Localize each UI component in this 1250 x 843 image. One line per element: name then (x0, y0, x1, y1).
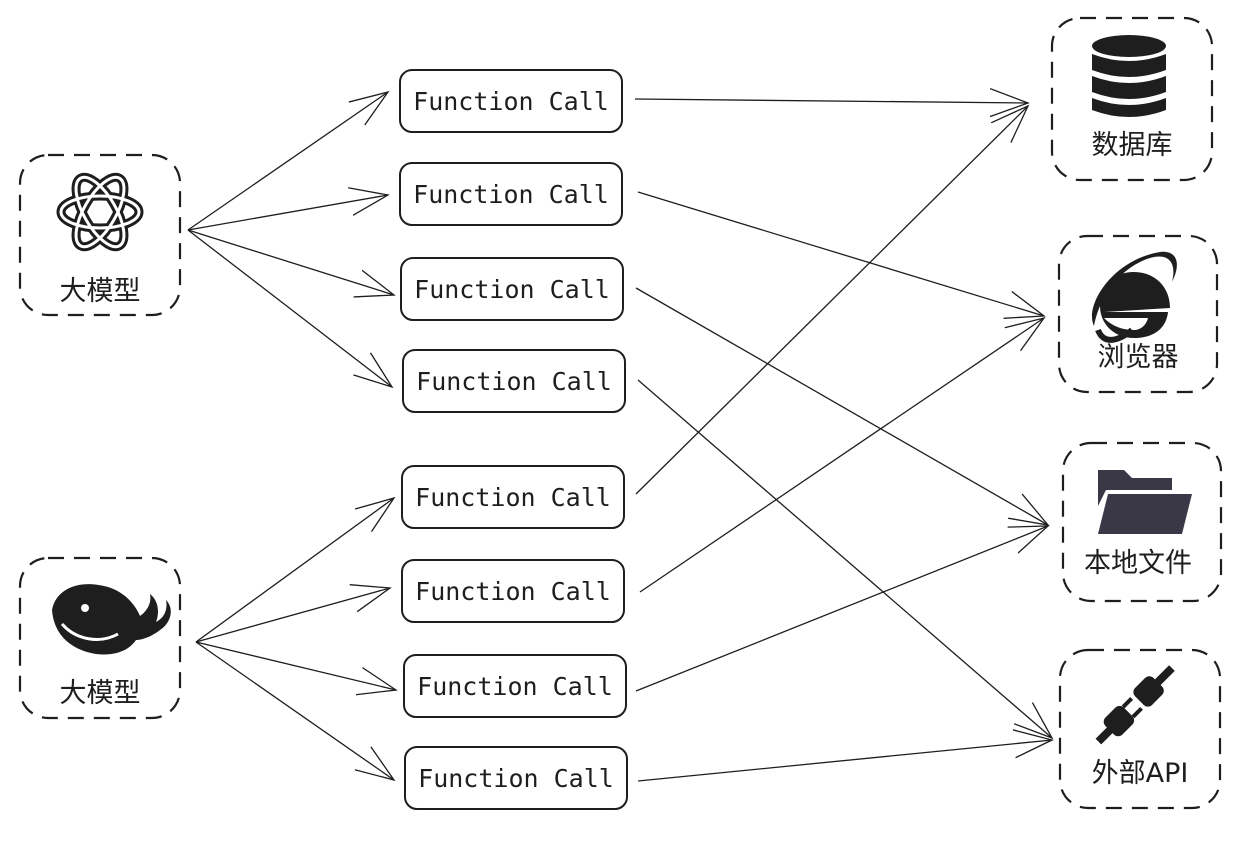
call-to-target-arrows (634, 99, 1052, 782)
function-call-box: Function Call (404, 746, 628, 810)
target-node-database: 数据库 (1050, 16, 1214, 182)
arrow-call6-browser (639, 318, 1044, 593)
function-call-box: Function Call (400, 257, 624, 321)
arrow-call3-file (635, 287, 1048, 525)
deepseek-whale-icon (52, 584, 171, 655)
model-to-call-arrows (187, 92, 396, 780)
function-call-label: Function Call (413, 87, 609, 116)
arrow-model1-call2 (187, 195, 388, 231)
database-icon (1092, 35, 1166, 117)
model-node-openai: 大模型 (18, 153, 182, 317)
function-call-label: Function Call (413, 180, 609, 209)
arrow-model2-call6 (195, 588, 390, 643)
function-call-label: Function Call (414, 275, 610, 304)
target-label: 浏览器 (1098, 342, 1179, 373)
arrow-call8-api (637, 740, 1052, 782)
target-label: 外部API (1092, 758, 1189, 789)
function-call-label: Function Call (415, 577, 611, 606)
function-call-label: Function Call (416, 367, 612, 396)
arrow-model2-call7 (195, 641, 396, 690)
arrow-model1-call3 (187, 229, 394, 295)
arrow-call5-database (635, 106, 1028, 495)
target-node-file: 本地文件 (1061, 441, 1223, 603)
target-node-api: 外部API (1058, 648, 1222, 810)
function-call-box: Function Call (401, 465, 625, 529)
arrow-call7-file (635, 526, 1048, 692)
plug-icon (1095, 665, 1175, 745)
function-call-label: Function Call (418, 764, 614, 793)
model-node-deepseek: 大模型 (18, 556, 182, 720)
function-call-box: Function Call (402, 349, 626, 413)
arrow-call4-api (637, 379, 1052, 738)
target-label: 数据库 (1092, 130, 1173, 161)
target-node-browser: 浏览器 (1057, 234, 1219, 394)
openai-logo-icon (56, 172, 144, 252)
arrow-call2-browser (637, 191, 1044, 316)
model-label: 大模型 (60, 678, 141, 709)
folder-icon (1098, 470, 1192, 534)
function-call-label: Function Call (417, 672, 613, 701)
arrow-model1-call4 (187, 229, 392, 387)
arrow-call1-database (634, 99, 1028, 103)
model-label: 大模型 (60, 276, 141, 307)
arrow-model1-call1 (187, 92, 388, 231)
function-call-box: Function Call (399, 162, 623, 226)
target-label: 本地文件 (1084, 548, 1192, 579)
function-call-box: Function Call (399, 69, 623, 133)
function-call-label: Function Call (415, 483, 611, 512)
arrow-model2-call8 (195, 641, 394, 780)
function-call-box: Function Call (403, 654, 627, 718)
function-call-box: Function Call (401, 559, 625, 623)
arrow-model2-call5 (195, 498, 394, 643)
internet-explorer-icon (1091, 251, 1177, 343)
